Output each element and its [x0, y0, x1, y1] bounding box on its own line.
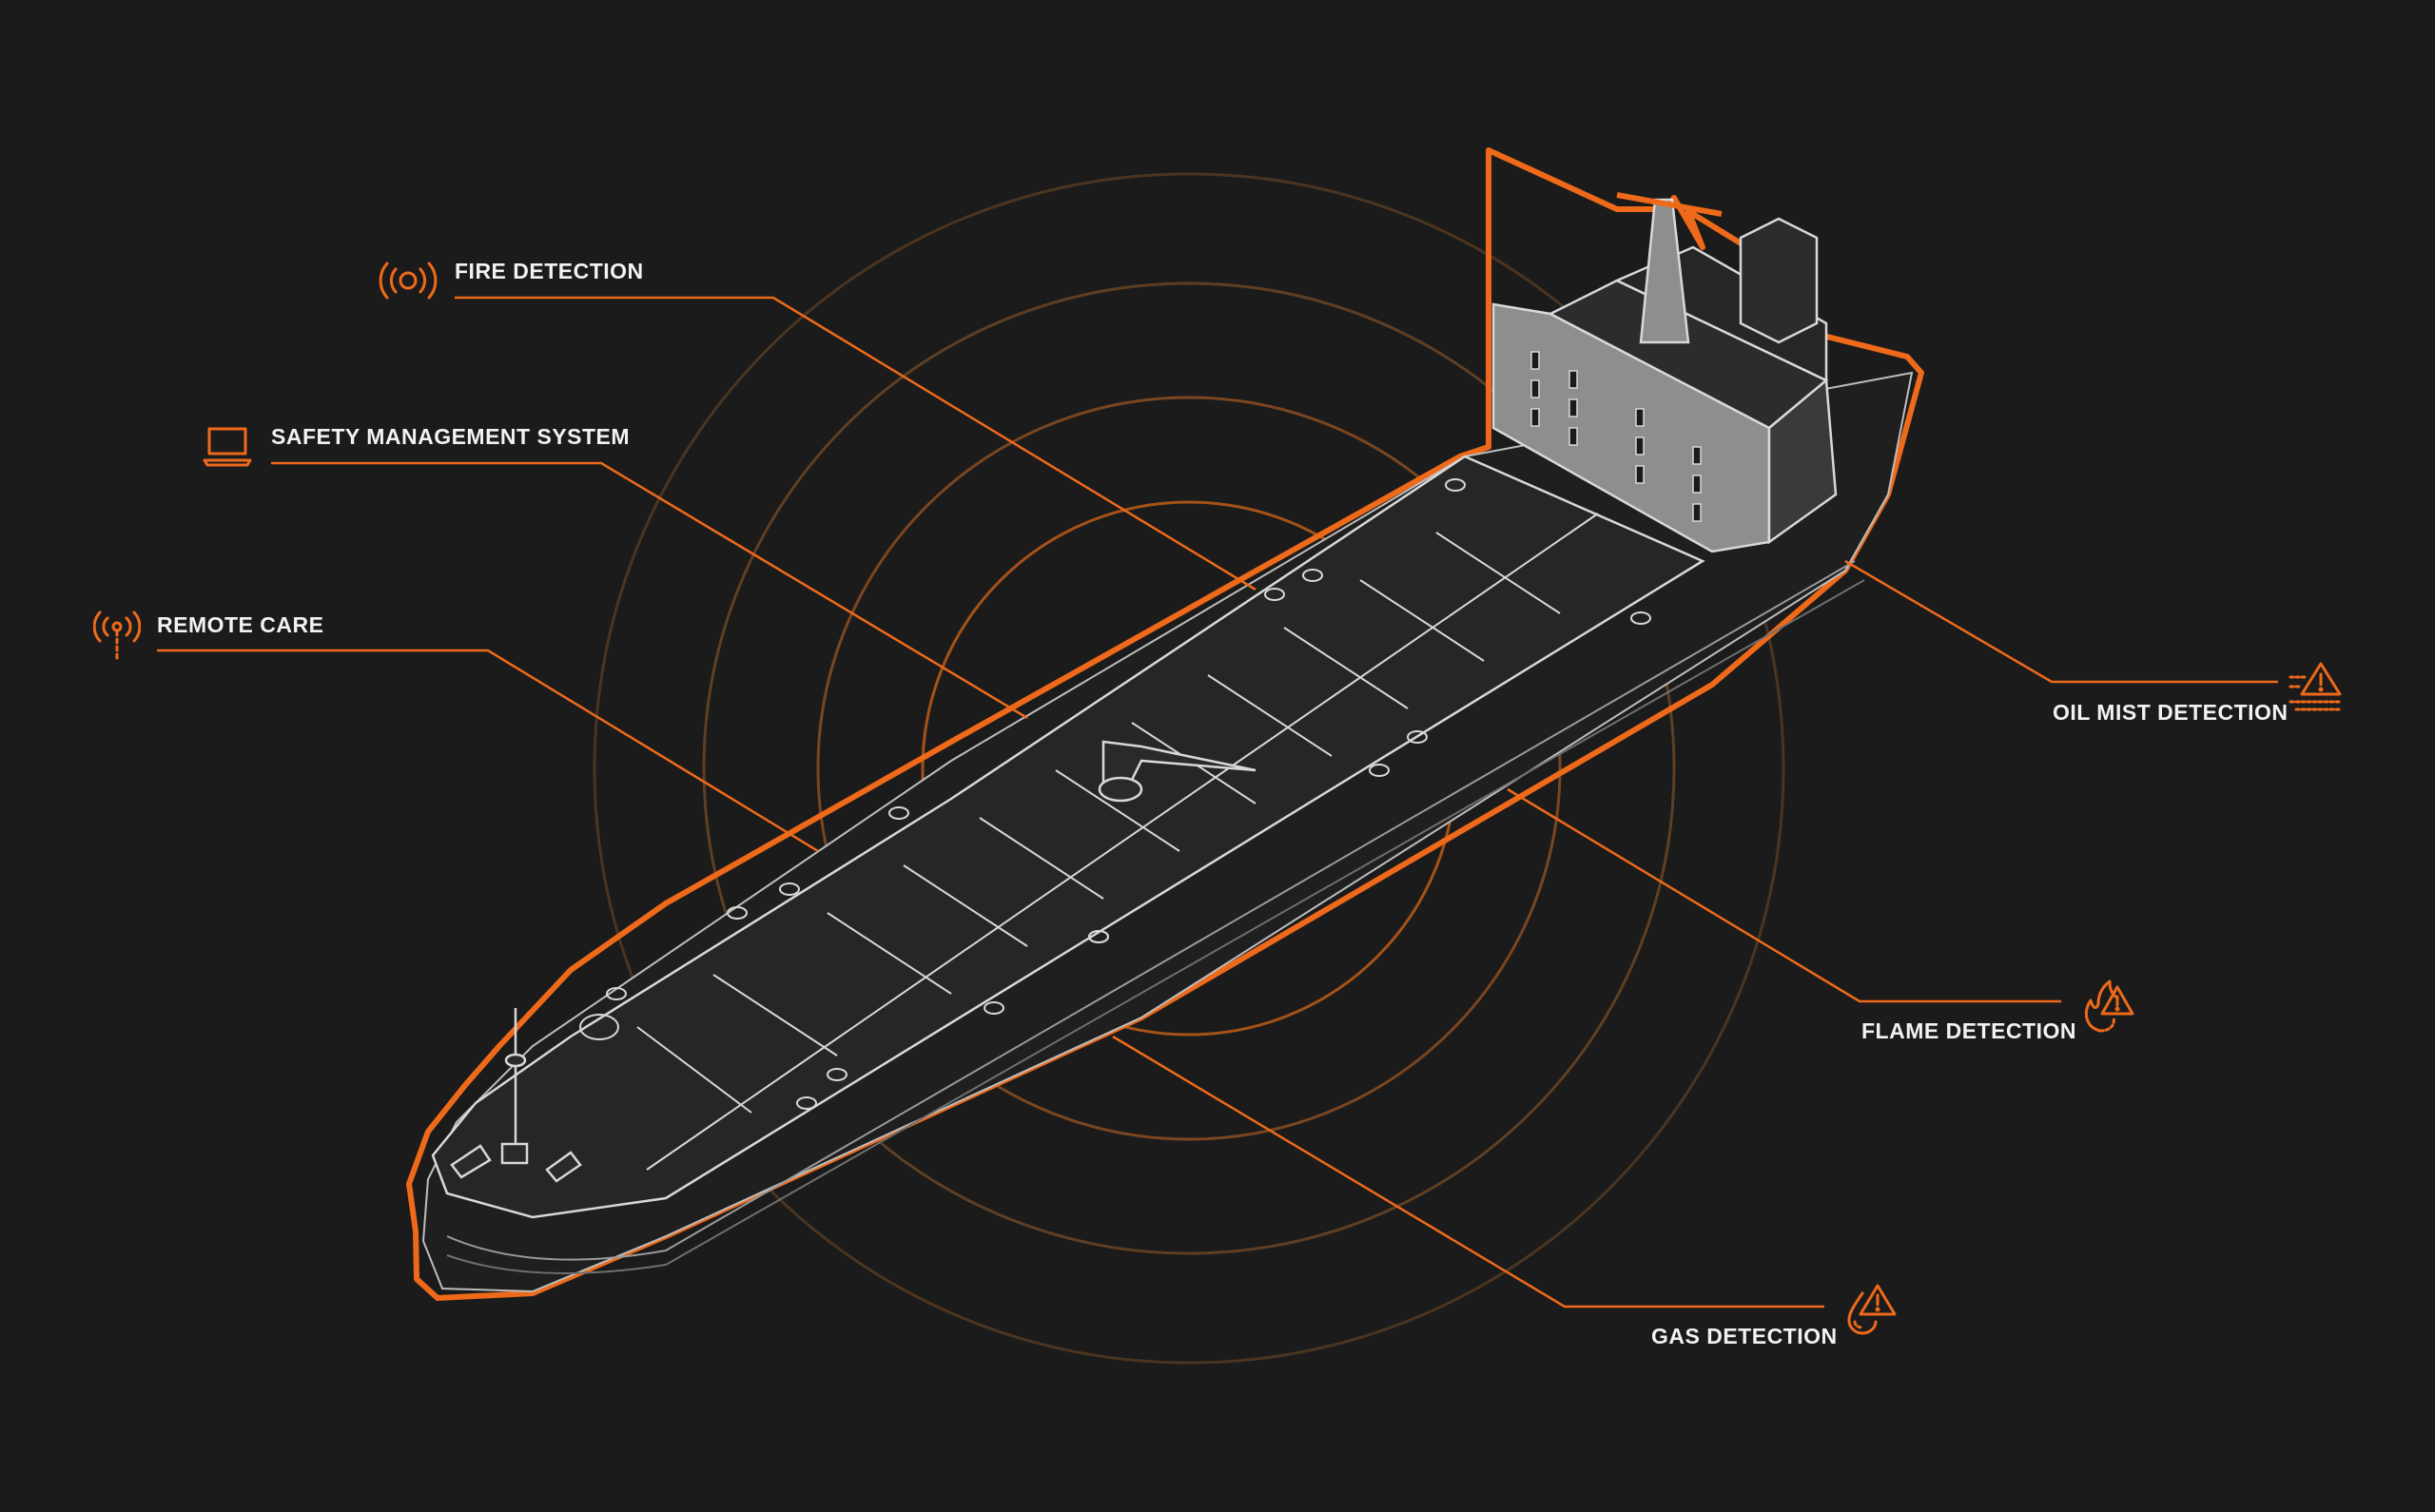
ship-deck — [431, 455, 1705, 1219]
superstructure-windows — [1530, 351, 1702, 522]
leader-gas-detection — [1112, 1035, 1824, 1308]
laptop-icon — [203, 427, 252, 467]
leader-fire-detection — [455, 296, 1256, 591]
radar-ring-outer — [593, 172, 1785, 1365]
ship-hull-line-1 — [446, 560, 1856, 1261]
flame-warning-icon — [2084, 979, 2134, 1033]
cargo-hatches — [636, 513, 1599, 1171]
label-gas-detection: GAS DETECTION — [1651, 1324, 1838, 1348]
leader-safety-management-system — [271, 461, 1028, 720]
label-safety-management-system: SAFETY MANAGEMENT SYSTEM — [271, 424, 631, 449]
label-flame-detection: FLAME DETECTION — [1861, 1018, 2076, 1043]
radar-ring-3 — [816, 396, 1562, 1141]
callout-lines — [157, 296, 2278, 1308]
ship-hull-line-2 — [446, 579, 1865, 1274]
forward-mast — [450, 1008, 582, 1183]
leader-remote-care — [157, 649, 819, 853]
alarm-signal-icon — [379, 262, 438, 300]
mist-warning-icon — [2289, 662, 2342, 711]
deck-details — [579, 478, 1651, 1110]
antenna-signal-icon — [93, 611, 141, 662]
radar-ring-4 — [702, 281, 1676, 1255]
deck-crane — [1098, 740, 1256, 803]
leader-flame-detection — [1507, 787, 2061, 1003]
label-fire-detection: FIRE DETECTION — [455, 259, 644, 283]
gas-drop-warning-icon — [1847, 1284, 1897, 1335]
label-remote-care: REMOTE CARE — [157, 612, 324, 637]
label-oil-mist-detection: OIL MIST DETECTION — [2053, 700, 2289, 725]
leader-oil-mist-detection — [1844, 559, 2278, 684]
ship-drawing — [406, 147, 1924, 1301]
